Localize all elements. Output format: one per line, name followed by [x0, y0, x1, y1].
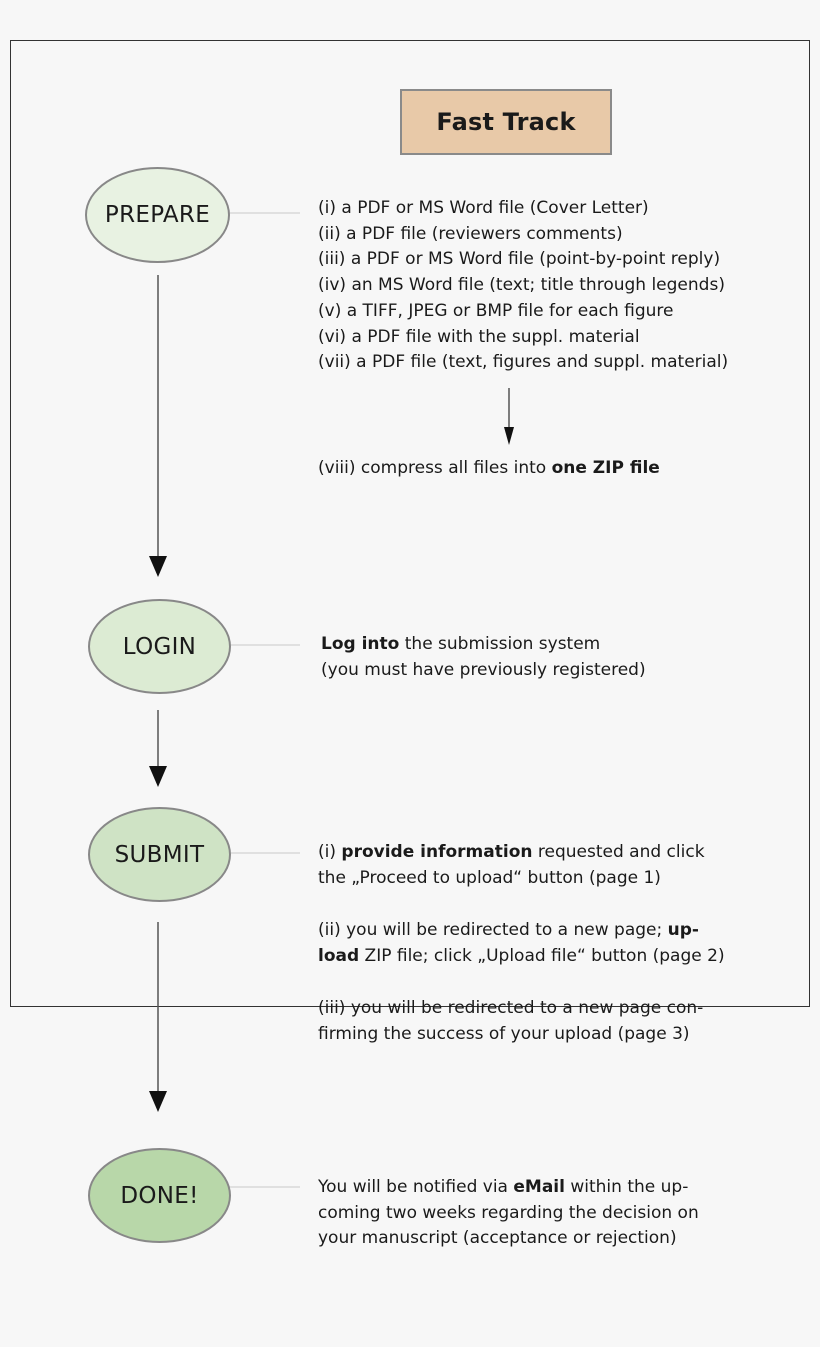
zip-instruction: (viii) compress all files into one ZIP f… — [318, 456, 660, 482]
login-line2: (you must have previously registered) — [321, 659, 646, 680]
submit-step3-line1: (iii) you will be redirected to a new pa… — [318, 998, 704, 1018]
submit-step-3: (iii) you will be redirected to a new pa… — [318, 996, 703, 1047]
prepare-node: PREPARE — [85, 167, 230, 263]
submit-step-2: (ii) you will be redirected to a new pag… — [318, 918, 725, 969]
zip-prefix: (viii) compress all files into — [318, 458, 552, 478]
done-line1-rest: within the up- — [564, 1177, 689, 1197]
login-description: Log into the submission system (you must… — [321, 632, 646, 683]
prepare-item: (iv) an MS Word file (text; title throug… — [318, 275, 725, 296]
done-bold: eMail — [513, 1177, 565, 1197]
fast-track-title: Fast Track — [400, 89, 612, 155]
done-line1-prefix: You will be notified via — [318, 1177, 514, 1197]
submit-step1-bold: provide information — [341, 842, 533, 862]
prepare-item: (iii) a PDF or MS Word file (point-by-po… — [318, 249, 721, 270]
login-line1-rest: the submission system — [399, 634, 601, 654]
submit-step-1: (i) provide information requested and cl… — [318, 840, 705, 891]
prepare-file-list: (i) a PDF or MS Word file (Cover Letter)… — [318, 196, 728, 376]
prepare-item: (ii) a PDF file (reviewers comments) — [318, 223, 623, 244]
prepare-item: (i) a PDF or MS Word file (Cover Letter) — [318, 198, 649, 218]
prepare-item: (vi) a PDF file with the suppl. material — [318, 326, 640, 347]
zip-bold: one ZIP file — [551, 458, 660, 478]
submit-step2-line2-rest: ZIP file; click „Upload file“ button (pa… — [359, 945, 725, 966]
submit-step2-line1: (ii) you will be redirected to a new pag… — [318, 920, 668, 940]
done-line2: coming two weeks regarding the decision … — [318, 1202, 699, 1223]
login-node: LOGIN — [88, 599, 231, 694]
submit-step1-rest: requested and click — [532, 842, 705, 862]
arrow-login-submit-head — [149, 766, 167, 787]
arrow-prepare-login-head — [149, 556, 167, 577]
submit-step3-line2: firming the success of your upload (page… — [318, 1023, 690, 1044]
prepare-item: (vii) a PDF file (text, figures and supp… — [318, 352, 729, 373]
done-line3: your manuscript (acceptance or rejection… — [318, 1228, 677, 1248]
login-bold: Log into — [321, 634, 400, 654]
done-description: You will be notified via eMail within th… — [318, 1175, 699, 1252]
arrow-list-zip-head — [504, 427, 514, 445]
submit-node: SUBMIT — [88, 807, 231, 902]
submit-step2-bold1: up- — [667, 920, 699, 940]
done-node: DONE! — [88, 1148, 231, 1243]
submit-step1-line2: the „Proceed to upload“ button (page 1) — [318, 867, 661, 888]
arrow-submit-done-head — [149, 1091, 167, 1112]
prepare-item: (v) a TIFF, JPEG or BMP file for each fi… — [318, 300, 674, 321]
submit-step1-prefix: (i) — [318, 842, 342, 862]
submit-step2-bold2: load — [318, 945, 360, 966]
